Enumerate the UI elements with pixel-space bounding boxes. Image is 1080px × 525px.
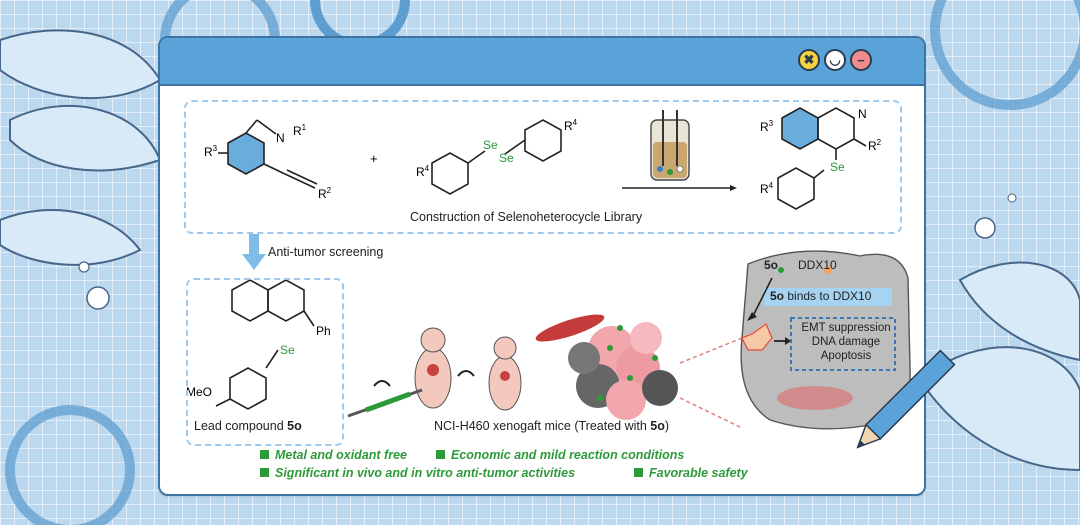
feature-item: Favorable safety [634, 466, 748, 480]
title-bar: ✖ ◡ − [160, 38, 924, 86]
bullet-square-icon [436, 450, 445, 459]
screening-label: Anti-tumor screening [268, 245, 384, 259]
lead-compound-structure [215, 279, 315, 410]
app-window: ✖ ◡ − R3 N R1 R2 + R4 Se Se R4 [158, 36, 926, 496]
mechanism-compound: 5o [764, 258, 779, 272]
reactant-2-structure [431, 119, 562, 195]
effect-apoptosis: Apoptosis [820, 350, 872, 362]
restore-button[interactable]: − [850, 49, 872, 71]
bullet-square-icon [260, 468, 269, 477]
reactant2-r4-right: R4 [564, 118, 578, 133]
bullet-square-icon [260, 450, 269, 459]
minimize-button[interactable]: ◡ [824, 49, 846, 71]
reactant2-se2: Se [499, 151, 514, 165]
reaction-panel [184, 100, 902, 234]
close-icon: ✖ [803, 52, 815, 67]
electrolysis-cell-icon [650, 110, 690, 181]
xenograft-caption: NCI-H460 xenogaft mice (Treated with 5o) [434, 419, 670, 433]
lead-caption: Lead compound 5o [194, 419, 302, 433]
library-caption: Construction of Selenoheterocycle Librar… [410, 210, 643, 224]
effect-emt: EMT suppression [801, 322, 891, 334]
screening-arrow [242, 234, 266, 270]
lead-ph: Ph [316, 324, 331, 338]
lead-meo: MeO [186, 385, 212, 399]
reactant1-n: N [276, 131, 285, 145]
xenograft-mice-illustration [347, 327, 522, 418]
minimize-icon: ◡ [829, 52, 841, 67]
binds-label: 5o binds to DDX10 [770, 289, 872, 303]
product-n: N [858, 107, 867, 121]
feature-item: Economic and mild reaction conditions [436, 448, 684, 462]
reactant2-r4-left: R4 [416, 164, 430, 179]
mechanism-target: DDX10 [798, 258, 837, 272]
feature-item: Metal and oxidant free [260, 448, 407, 462]
product-structure [777, 107, 867, 210]
lead-se: Se [280, 343, 295, 357]
reactant2-se1: Se [483, 138, 498, 152]
lead-compound-panel [186, 278, 344, 446]
reactant1-r2: R2 [318, 186, 332, 201]
reactant-1-structure [218, 119, 318, 189]
effect-dna: DNA damage [811, 336, 881, 348]
reactant1-r1: R1 [293, 123, 307, 138]
restore-icon: − [857, 52, 865, 68]
product-r2: R2 [868, 138, 882, 153]
effects-list: EMT suppression DNA damage Apoptosis [796, 321, 896, 363]
product-r3: R3 [760, 119, 774, 134]
product-r4: R4 [760, 181, 774, 196]
reactant1-r3: R3 [204, 144, 218, 159]
plus-sign: + [370, 151, 378, 166]
bullet-square-icon [634, 468, 643, 477]
close-button[interactable]: ✖ [798, 49, 820, 71]
feature-item: Significant in vivo and in vitro anti-tu… [260, 466, 575, 480]
product-se: Se [830, 160, 845, 174]
tumor-cluster-illustration [535, 314, 743, 429]
